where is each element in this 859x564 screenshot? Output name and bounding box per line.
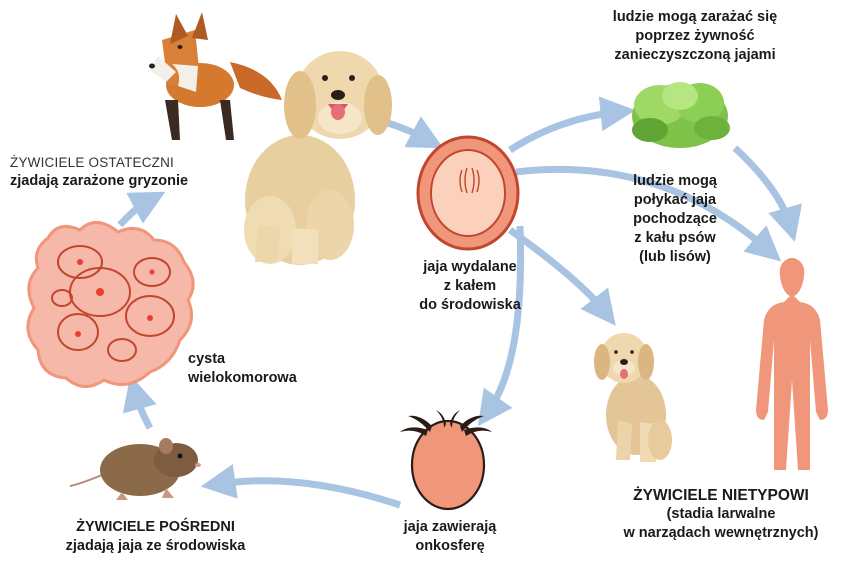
food-route-line-3: zanieczyszczoną jajami — [560, 46, 830, 65]
food-route-line-1: ludzie mogą zarażać się — [560, 8, 830, 27]
definitive-hosts-heading: ŻYWICIELE OSTATECZNI — [10, 153, 260, 172]
definitive-hosts-label: ŻYWICIELE OSTATECZNI zjadają zarażone gr… — [10, 153, 260, 191]
egg-oncosphere-line-2: onkosferę — [370, 537, 530, 556]
egg-oncosphere-label: jaja zawierają onkosferę — [370, 518, 530, 556]
egg-oncosphere-line-1: jaja zawierają — [370, 518, 530, 537]
intermediate-hosts-heading: ŻYWICIELE POŚREDNI — [18, 518, 293, 537]
eggs-excreted-line-1: jaja wydalane — [385, 258, 555, 277]
food-route-line-2: poprzez żywność — [560, 27, 830, 46]
feces-route-line-2: połykać jaja — [610, 191, 740, 210]
aberrant-hosts-line-2: w narządach wewnętrznych) — [585, 524, 857, 543]
aberrant-hosts-heading: ŻYWICIELE NIETYPOWI — [585, 486, 857, 505]
feces-route-line-1: ludzie mogą — [610, 172, 740, 191]
cyst-line-2: wielokomorowa — [188, 369, 328, 388]
eggs-excreted-label: jaja wydalane z kałem do środowiska — [385, 258, 555, 315]
feces-route-label: ludzie mogą połykać jaja pochodzące z ka… — [610, 172, 740, 267]
feces-route-line-4: z kału psów — [610, 229, 740, 248]
cyst-line-1: cysta — [188, 350, 328, 369]
eggs-excreted-line-3: do środowiska — [385, 296, 555, 315]
intermediate-hosts-label: ŻYWICIELE POŚREDNI zjadają jaja ze środo… — [18, 518, 293, 556]
cyst-label: cysta wielokomorowa — [188, 350, 328, 388]
feces-route-line-3: pochodzące — [610, 210, 740, 229]
feces-route-line-5: (lub lisów) — [610, 248, 740, 267]
intermediate-hosts-text: zjadają jaja ze środowiska — [18, 537, 293, 556]
definitive-hosts-text: zjadają zarażone gryzonie — [10, 172, 260, 191]
food-route-label: ludzie mogą zarażać się poprzez żywność … — [560, 8, 830, 65]
eggs-excreted-line-2: z kałem — [385, 277, 555, 296]
aberrant-hosts-label: ŻYWICIELE NIETYPOWI (stadia larwalne w n… — [585, 486, 857, 543]
aberrant-hosts-line-1: (stadia larwalne — [585, 505, 857, 524]
